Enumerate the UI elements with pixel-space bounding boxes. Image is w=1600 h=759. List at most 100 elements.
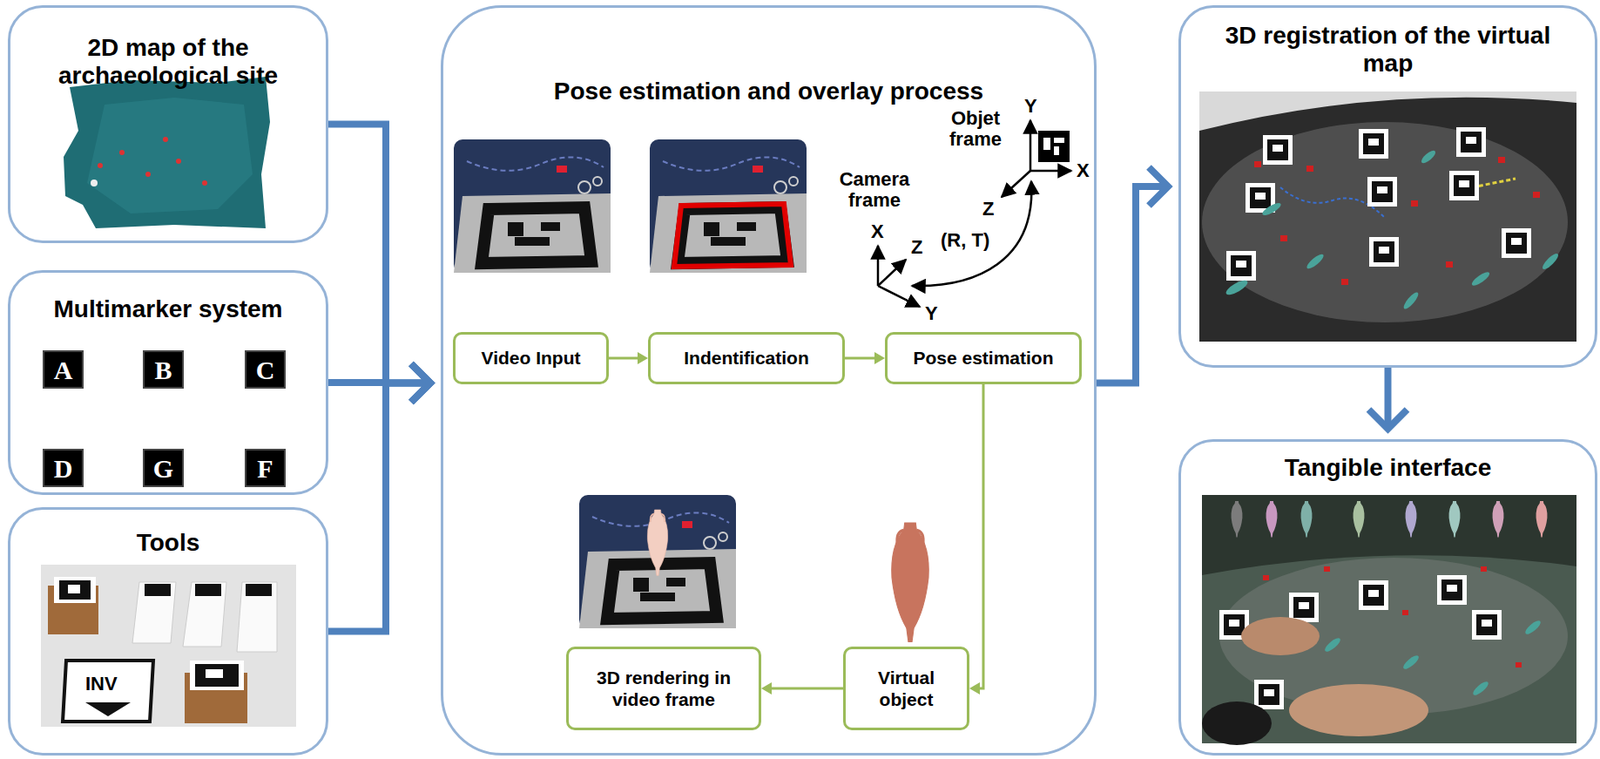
- box-title: Pose estimation and overlay process: [464, 77, 1074, 106]
- axis-label: Z: [911, 236, 923, 258]
- virtual-map-photo-part-part: [1470, 270, 1492, 288]
- virtual-map-photo-part-part: [1341, 278, 1349, 285]
- tangible-interface-photo-part-part: [1449, 500, 1461, 538]
- site-map-part: [87, 97, 253, 214]
- box-label: 3D rendering in video frame: [568, 666, 759, 710]
- process-box: 3D rendering in video frame: [566, 646, 762, 730]
- axis-label: Y: [924, 303, 939, 325]
- connector-line: [608, 357, 640, 360]
- virtual-map-photo-part-part: [1306, 165, 1314, 172]
- tangible-interface-photo-part: [1492, 500, 1505, 538]
- virtual-map-photo-part: [1226, 250, 1256, 281]
- marker-letter: B: [142, 350, 184, 389]
- virtual-map-photo-part-part: [1223, 277, 1249, 298]
- tools-photo-part: [195, 663, 239, 687]
- tools-photo-part: [59, 580, 91, 600]
- tools-photo-part: [205, 668, 223, 678]
- tangible-interface-photo-part: [1358, 580, 1389, 610]
- axis-label: X: [870, 221, 885, 243]
- site-map: [63, 76, 271, 229]
- tools-photo-part: [62, 660, 154, 722]
- tools-photo-part: [189, 660, 244, 690]
- virtual-map-photo-part-part: [1445, 261, 1453, 268]
- frame-label: Camera frame: [823, 168, 925, 211]
- frame-label: Objet frame: [937, 108, 1014, 150]
- arrow-head: [761, 681, 772, 695]
- tangible-interface-photo-part: [1323, 618, 1543, 697]
- tangible-interface-photo-part-part: [1323, 566, 1330, 572]
- virtual-map-photo-part: [1369, 236, 1399, 267]
- tangible-interface-photo-part-part: [1515, 661, 1522, 668]
- connector-line: [328, 383, 431, 632]
- tools-photo: [40, 564, 297, 727]
- axis-label: X: [1076, 160, 1090, 182]
- tangible-interface-photo-part-part: [1523, 618, 1543, 636]
- box-title: 3D registration of the virtual map: [1214, 21, 1563, 78]
- connector: [328, 364, 431, 632]
- tangible-interface-photo-part: [1254, 679, 1284, 709]
- marker-letter: A: [42, 350, 84, 389]
- process-box: Virtual object: [843, 646, 970, 730]
- tangible-interface-photo-part-part: [1231, 500, 1243, 538]
- tangible-interface-photo-part-part: [1301, 500, 1313, 538]
- frames-figure-part: [877, 245, 880, 286]
- frames-figure-part: [1029, 120, 1033, 171]
- box-title: 2D map of the archaeological site: [20, 33, 317, 90]
- frames-figure-part: [1043, 137, 1051, 150]
- axis-label: Z: [982, 198, 994, 220]
- virtual-map-photo-part-part: [1254, 161, 1262, 168]
- tools-photo-part: [245, 583, 272, 596]
- virtual-map-photo-part-part: [1419, 148, 1438, 166]
- tangible-interface-photo-part: [1301, 500, 1313, 538]
- arrow-head: [969, 681, 980, 695]
- pose-photos-part: [579, 494, 736, 628]
- connector-line: [769, 687, 844, 690]
- site-map-part: [119, 149, 125, 156]
- output-box: 3D registration of the virtual map: [1178, 5, 1598, 368]
- marker-letter: F: [244, 448, 286, 487]
- arrow-head: [637, 351, 649, 365]
- detected-outline: [674, 203, 791, 267]
- frames-figure-part: [1053, 146, 1060, 156]
- process-box: Video Input: [452, 331, 609, 385]
- tangible-interface-photo-part-part: [1480, 566, 1487, 572]
- connector: [608, 351, 649, 365]
- virtual-map-photo-part: [1501, 228, 1532, 258]
- frames-figure-part: [1053, 137, 1065, 143]
- tools-photo-part: [54, 576, 96, 603]
- tangible-interface-photo-part-part: [1405, 500, 1418, 538]
- connector-line: [328, 124, 431, 384]
- connector: [1096, 167, 1168, 384]
- virtual-amphora-part: [891, 522, 929, 642]
- tangible-interface-photo-part-part: [1353, 500, 1365, 538]
- virtual-map-photo-part: [1254, 156, 1540, 285]
- virtual-map-photo-part-part: [1261, 201, 1283, 218]
- tangible-interface-photo-part-part: [1401, 653, 1421, 671]
- connector: [761, 681, 844, 695]
- input-box: Tools: [7, 506, 329, 756]
- axis-label: Y: [1024, 95, 1038, 117]
- virtual-map-photo-part-part: [1280, 235, 1288, 242]
- box-title: Tangible interface: [1205, 453, 1572, 482]
- pose-photos-part: [649, 139, 807, 273]
- tangible-interface-photo-part: [1241, 616, 1320, 655]
- tools-photo-part: [195, 583, 222, 596]
- arrow-head: [1148, 167, 1168, 206]
- tangible-interface-photo-part-part: [1536, 500, 1548, 538]
- arrow-head: [411, 364, 431, 403]
- virtual-map-photo-part-part: [1304, 251, 1326, 271]
- virtual-map-photo-part-part: [1532, 191, 1540, 198]
- virtual-map-photo-part: [1223, 148, 1560, 311]
- tangible-interface-photo-part: [1353, 500, 1365, 538]
- tangible-interface-photo-part: [1449, 500, 1461, 538]
- marker-letter: D: [42, 448, 84, 487]
- site-map-part: [175, 158, 182, 164]
- virtual-map-photo-part: [1199, 91, 1577, 131]
- virtual-map-photo-part: [1201, 121, 1568, 323]
- pose-photos-part: [453, 139, 611, 273]
- input-box: 2D map of the archaeological site: [7, 5, 329, 244]
- virtual-map-photo-part-part: [1401, 290, 1421, 311]
- marker-letter: G: [142, 448, 184, 487]
- pose-photos-part-part: [647, 509, 668, 575]
- tangible-interface-photo-part: [1262, 566, 1522, 668]
